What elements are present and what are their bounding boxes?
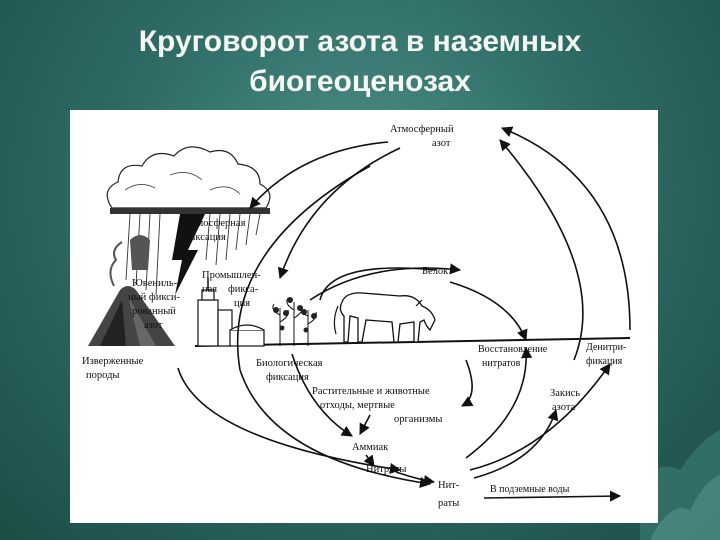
svg-text:раты: раты: [438, 498, 459, 509]
title-line-2: биогеоценозах: [249, 65, 471, 98]
svg-text:Промышлен-: Промышлен-: [202, 270, 261, 281]
slide-title: Круговорот азота в наземных биогеоценоза…: [0, 22, 720, 102]
title-line-1: Круговорот азота в наземных: [138, 25, 582, 58]
arrow-reduction-up: [465, 346, 533, 459]
label-nitrate-reduction: Восстановление нитратов: [478, 344, 548, 369]
svg-text:ный фикси-: ный фикси-: [128, 292, 180, 303]
svg-text:Биологическая: Биологическая: [256, 358, 323, 369]
arrow-oxide-to-atm: [499, 139, 584, 361]
svg-text:фиксация: фиксация: [183, 232, 226, 243]
label-nitrites: Нитриты: [366, 464, 406, 475]
cloud-illustration: [106, 146, 271, 296]
svg-text:ция: ция: [234, 298, 250, 309]
arrow-nitrates-to-denit: [469, 363, 611, 471]
volcano-illustration: [88, 241, 175, 346]
svg-text:азот: азот: [432, 138, 451, 149]
svg-text:отходы, мертвые: отходы, мертвые: [320, 400, 395, 411]
label-nitrous-oxide: Закись азота: [550, 388, 580, 413]
arrow-biofix-to-ammonia: [291, 353, 353, 437]
arrow-protein-right: [449, 281, 528, 342]
arrow-denit-to-atm: [500, 126, 631, 331]
svg-text:Атмосферный: Атмосферный: [390, 124, 454, 135]
svg-text:Нит-: Нит-: [438, 480, 460, 491]
svg-text:породы: породы: [86, 370, 119, 381]
arrow-waste-to-ammonia: [359, 414, 371, 435]
svg-text:Восстановление: Восстановление: [478, 344, 548, 355]
label-atmospheric-fixation: Атмосферная фиксация: [183, 218, 246, 243]
svg-text:организмы: организмы: [394, 414, 442, 425]
arrow-rocks-curve: [177, 367, 402, 475]
label-wastes: Растительные и животные отходы, мертвые …: [312, 386, 442, 425]
svg-text:Растительные и животные: Растительные и животные: [312, 386, 430, 397]
label-nitrates: Нит- раты: [438, 480, 460, 509]
svg-text:ная: ная: [202, 284, 217, 295]
svg-text:нитратов: нитратов: [482, 358, 521, 369]
label-atmospheric-nitrogen: Атмосферный азот: [390, 124, 454, 149]
svg-text:азота: азота: [552, 402, 576, 413]
svg-text:Закись: Закись: [550, 388, 580, 399]
ground-line: [194, 337, 631, 347]
svg-text:Ювениль-: Ювениль-: [132, 278, 178, 289]
label-igneous-rocks: Изверженные породы: [82, 356, 144, 381]
arrow-cow-down: [461, 359, 474, 407]
arrow-atm-to-cloud: [249, 141, 389, 209]
svg-text:Денитри-: Денитри-: [586, 342, 626, 353]
label-biological-fixation: Биологическая фиксация: [256, 358, 323, 383]
svg-text:Атмосферная: Атмосферная: [185, 218, 246, 229]
arrow-protein-left: [319, 267, 437, 301]
label-groundwater: В подземные воды: [490, 484, 570, 495]
svg-text:фикса-: фикса-: [228, 284, 259, 295]
arrow-nitrates-to-oxide: [473, 408, 559, 479]
arrow-to-groundwater: [483, 490, 622, 502]
svg-text:азот: азот: [144, 320, 163, 331]
cow-illustration: [333, 292, 436, 343]
label-ammonia: Аммиак: [352, 442, 389, 453]
svg-text:фиксация: фиксация: [266, 372, 309, 383]
plants-illustration: [272, 297, 317, 346]
background-water-decoration: [640, 430, 720, 540]
nitrogen-cycle-diagram: Атмосферный азот Атмосферная фиксация Юв…: [70, 110, 658, 523]
arrow-ammonia-to-nitrites: [363, 454, 375, 467]
svg-text:Изверженные: Изверженные: [82, 356, 144, 367]
label-juvenile-nitrogen: Ювениль- ный фикси- рованный азот: [128, 278, 180, 331]
svg-text:рованный: рованный: [132, 306, 176, 317]
arrow-atm-to-industrial: [277, 147, 401, 280]
svg-text:фикация: фикация: [586, 356, 623, 367]
arrow-big-left-arc: [236, 165, 432, 489]
label-protein: Белок: [422, 266, 449, 277]
label-denitrification: Денитри- фикация: [586, 342, 626, 367]
arrow-nitrites-to-nitrates: [395, 471, 436, 487]
label-industrial-fixation: Промышлен- ная фикса- ция: [202, 270, 261, 309]
